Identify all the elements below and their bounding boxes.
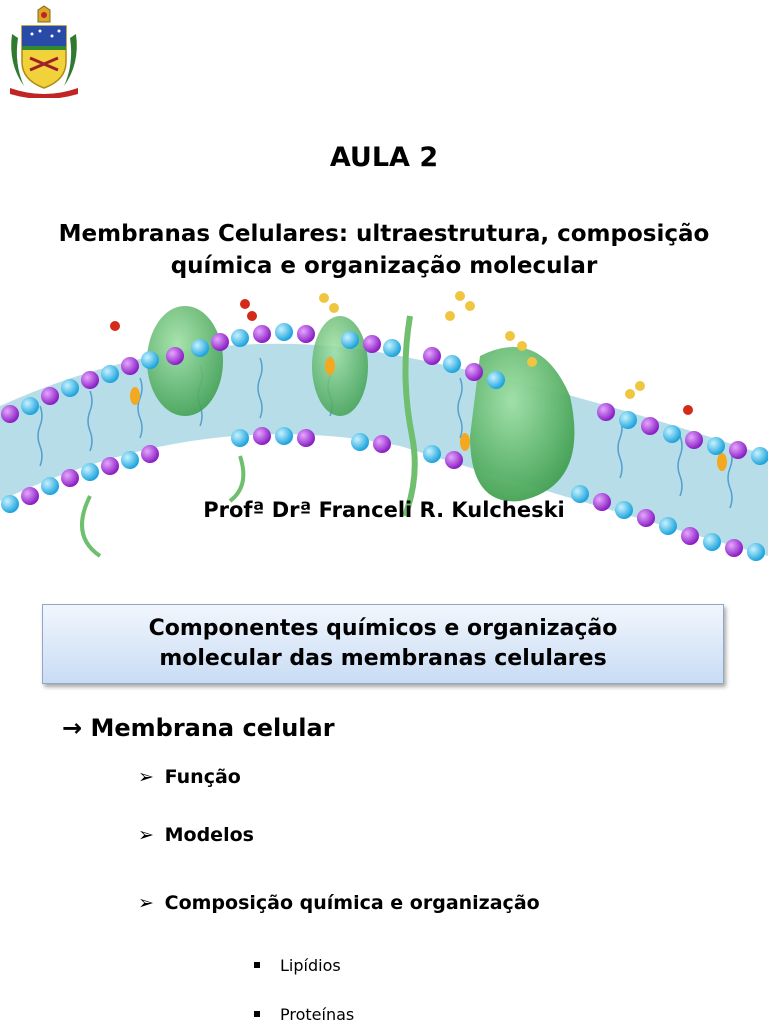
list-item: ➢ Composição química e organização <box>138 892 540 914</box>
banner-line-1: Componentes químicos e organização <box>148 616 618 641</box>
outline-topic-label: Membrana celular <box>90 714 335 742</box>
list-item-label: Composição química e organização <box>164 892 540 914</box>
sub-list-item-label: Proteínas <box>280 1005 355 1024</box>
list-item-label: Função <box>164 766 241 788</box>
outline-topic: → Membrana celular <box>62 714 335 742</box>
author-name: Profª Drª Franceli R. Kulcheski <box>203 498 565 522</box>
square-bullet-icon <box>254 961 260 968</box>
banner-line-2: molecular das membranas celulares <box>159 646 607 671</box>
list-item: ➢ Modelos <box>138 824 254 846</box>
university-crest-icon <box>10 5 78 98</box>
square-bullet-icon <box>254 1010 260 1017</box>
chevron-bullet-icon: ➢ <box>138 766 154 788</box>
sub-list-item: Proteínas <box>254 1005 354 1024</box>
chevron-bullet-icon: ➢ <box>138 892 154 914</box>
lesson-title: AULA 2 <box>329 142 439 173</box>
sub-list-item-label: Lipídios <box>280 956 341 975</box>
subtitle-line-1: Membranas Celulares: ultraestrutura, com… <box>58 221 710 247</box>
lesson-subtitle: Membranas Celulares: ultraestrutura, com… <box>20 218 748 282</box>
section-banner: Componentes químicos e organização molec… <box>42 604 724 684</box>
arrow-right-icon: → <box>62 714 83 742</box>
list-item-label: Modelos <box>164 824 254 846</box>
cell-membrane-illustration <box>0 291 768 561</box>
subtitle-line-2: química e organização molecular <box>170 253 598 279</box>
chevron-bullet-icon: ➢ <box>138 824 154 846</box>
sub-list-item: Lipídios <box>254 956 341 975</box>
list-item: ➢ Função <box>138 766 241 788</box>
